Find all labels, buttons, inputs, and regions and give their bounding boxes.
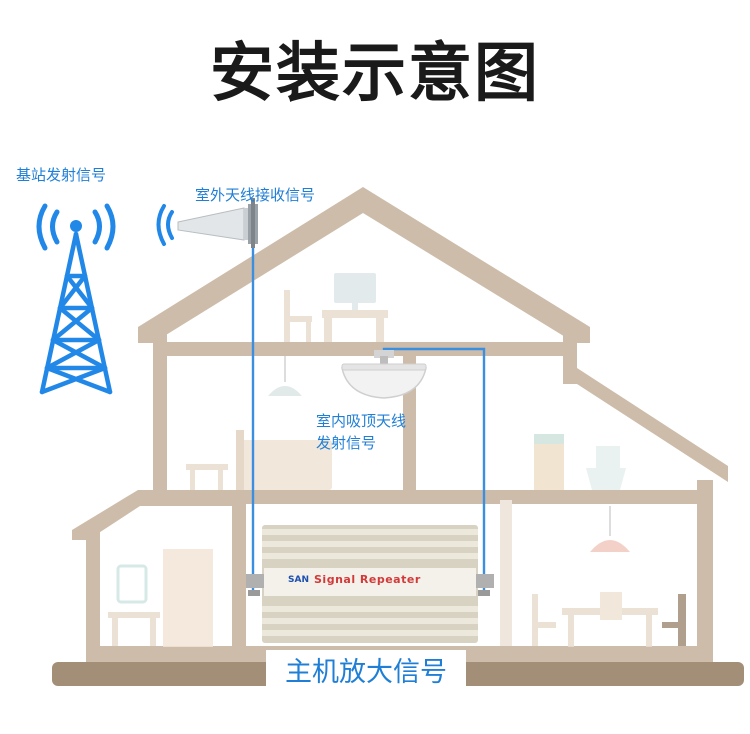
- indoor-antenna-label-line2: 发射信号: [316, 434, 377, 452]
- floor1-slab: [153, 490, 713, 504]
- main-unit-label: 主机放大信号: [266, 650, 466, 693]
- main-roof: [138, 187, 590, 343]
- page-title: 安装示意图: [210, 37, 540, 111]
- left-wall: [86, 532, 100, 662]
- lower-wall-right: [500, 500, 512, 662]
- base-station-label: 基站发射信号: [16, 166, 107, 184]
- right-roof: [563, 368, 728, 482]
- attic-wall-left: [153, 330, 167, 498]
- repeater-name: Signal Repeater: [314, 573, 421, 586]
- cell-tower-icon: [36, 203, 116, 395]
- lower-wall-mid: [232, 500, 246, 662]
- house: [52, 187, 744, 686]
- floor2-slab: [153, 342, 577, 356]
- signal-repeater-icon: [246, 525, 494, 643]
- left-roof: [72, 490, 246, 540]
- indoor-antenna-label: 室内吸顶天线 发射信号: [316, 410, 406, 454]
- repeater-brand: SAN: [288, 575, 309, 585]
- furniture: [108, 273, 686, 647]
- ceiling-antenna-icon: [341, 350, 427, 399]
- outdoor-antenna-label: 室外天线接收信号: [195, 186, 316, 204]
- yagi-antenna-icon: [156, 198, 258, 248]
- floor1-slab-right: [697, 480, 713, 662]
- indoor-antenna-label-line1: 室内吸顶天线: [316, 412, 407, 430]
